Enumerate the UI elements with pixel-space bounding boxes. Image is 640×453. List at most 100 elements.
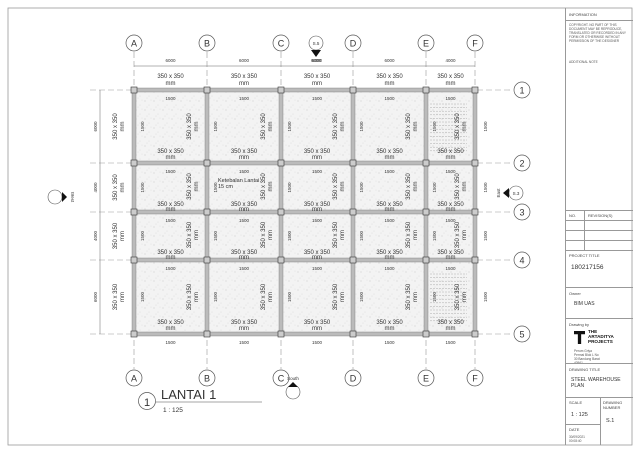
slab-dimension: 1500 bbox=[359, 291, 364, 302]
grid-bubble bbox=[513, 325, 531, 343]
direction-label: East bbox=[496, 188, 501, 198]
grid-bubble bbox=[417, 369, 435, 387]
grid-bubble bbox=[198, 34, 216, 52]
beam-size-unit: mm bbox=[446, 155, 456, 161]
slab-dimension: 1500 bbox=[359, 121, 364, 132]
dimension-text: 6000 bbox=[384, 58, 395, 63]
beam-size-unit: mm bbox=[194, 182, 200, 192]
steel-column bbox=[349, 256, 357, 264]
beam-size-label: 350 x 350 bbox=[455, 113, 461, 140]
slab-panel bbox=[353, 163, 426, 212]
beam-size-unit: mm bbox=[312, 255, 322, 261]
dimension-text: 6000 bbox=[312, 58, 323, 63]
drawing-title-label: DRAWING TITLE bbox=[569, 367, 601, 372]
beam-size-unit: mm bbox=[166, 255, 176, 261]
logo-line-2: ARTADITYA bbox=[588, 333, 614, 339]
grid-bubble bbox=[272, 34, 290, 52]
beam-size-unit: mm bbox=[166, 207, 176, 213]
slab-dimension: 1500 bbox=[445, 340, 456, 345]
dimension-text: 6000 bbox=[239, 58, 250, 63]
slab-dimension: 1500 bbox=[239, 169, 250, 174]
slab-dimension: 1500 bbox=[239, 340, 250, 345]
dimension-text: 4000 bbox=[93, 182, 98, 193]
slab-dimension: 1500 bbox=[140, 182, 145, 193]
beam-size-unit: mm bbox=[312, 326, 322, 332]
steel-column bbox=[203, 86, 211, 94]
beam-size-unit: mm bbox=[385, 207, 395, 213]
slab-panel bbox=[281, 90, 353, 163]
beam-size-label: 350 x 350 bbox=[455, 221, 461, 248]
slab-panel bbox=[281, 260, 353, 334]
grid-label: B bbox=[204, 374, 210, 384]
title-block: INFORMATION COPYRIGHT. NO PART OF THIS D… bbox=[565, 8, 633, 445]
beam-size-label: 350 x 350 bbox=[187, 113, 193, 140]
slab-dimension: 1500 bbox=[312, 218, 323, 223]
beam-size-label: 350 x 350 bbox=[304, 250, 331, 256]
direction-label: South bbox=[287, 376, 299, 381]
dimension-text: 4000 bbox=[445, 58, 456, 63]
view-number: 1 bbox=[144, 397, 150, 409]
grid-label: 1 bbox=[519, 86, 524, 96]
section-arrow-icon bbox=[311, 50, 321, 57]
date-value: 30/09/2021 00:08:40 bbox=[569, 435, 585, 443]
steel-column bbox=[277, 330, 285, 338]
elevation-arrow-icon bbox=[62, 192, 67, 202]
slab-dimension: 1500 bbox=[384, 169, 395, 174]
slab-dimension: 1500 bbox=[140, 291, 145, 302]
slab-dimension: 1500 bbox=[359, 182, 364, 193]
slab-dimension: 1500 bbox=[213, 121, 218, 132]
slab-dimension: 1500 bbox=[287, 182, 292, 193]
additional-notes-label: ADDITIONAL NOTE bbox=[569, 60, 598, 64]
beam-size-unit: mm bbox=[120, 231, 126, 241]
slab-dimension: 1500 bbox=[140, 121, 145, 132]
beam-size-unit: mm bbox=[462, 292, 468, 302]
beam-size-unit: mm bbox=[268, 182, 274, 192]
slab-dimension: 1500 bbox=[384, 340, 395, 345]
beam-size-unit: mm bbox=[239, 326, 249, 332]
steel-column bbox=[203, 208, 211, 216]
beam-size-label: 350 x 350 bbox=[376, 320, 403, 326]
beam-size-unit: mm bbox=[446, 255, 456, 261]
slab-dimension: 1500 bbox=[165, 169, 176, 174]
grid-label: 5 bbox=[519, 330, 524, 340]
steel-column bbox=[349, 86, 357, 94]
grid-label: D bbox=[350, 39, 357, 49]
beam-size-unit: mm bbox=[413, 230, 419, 240]
grid-bubble bbox=[417, 34, 435, 52]
grid-bubble bbox=[344, 369, 362, 387]
slab-dimension: 1500 bbox=[483, 182, 488, 193]
logo-mark-icon bbox=[574, 331, 585, 344]
beam-size-label: 350 x 350 bbox=[437, 202, 464, 208]
slab-dimension: 1500 bbox=[445, 266, 456, 271]
steel-column bbox=[471, 159, 479, 167]
grid-bubble bbox=[466, 34, 484, 52]
slab-thickness-note: Ketebalan Lantai bbox=[218, 178, 259, 184]
beam-size-label: 350 x 350 bbox=[406, 113, 412, 140]
slab-dimension: 1500 bbox=[239, 218, 250, 223]
steel-column bbox=[471, 86, 479, 94]
slab-dimension: 1500 bbox=[432, 182, 437, 193]
slab-panel bbox=[281, 212, 353, 260]
beam-size-unit: mm bbox=[166, 326, 176, 332]
grid-bubble bbox=[125, 34, 143, 52]
beam-size-label: 350 x 350 bbox=[304, 202, 331, 208]
slab-panel bbox=[426, 212, 475, 260]
beam-size-label: 350 x 350 bbox=[231, 320, 258, 326]
slab-dimension: 1500 bbox=[445, 169, 456, 174]
beam-size-label: 350 x 350 bbox=[304, 149, 331, 155]
beam-size-label: 350 x 350 bbox=[187, 173, 193, 200]
steel-column bbox=[130, 86, 138, 94]
steel-column bbox=[422, 330, 430, 338]
beam-size-unit: mm bbox=[268, 292, 274, 302]
beam-size-label: 350 x 350 bbox=[376, 149, 403, 155]
view-number-bubble bbox=[138, 392, 156, 410]
slab-dimension: 1500 bbox=[165, 96, 176, 101]
slab-dimension: 1500 bbox=[483, 230, 488, 241]
slab-dimension: 1500 bbox=[140, 230, 145, 241]
beam-size-label: 350 x 350 bbox=[113, 113, 119, 140]
grid-bubble bbox=[466, 369, 484, 387]
grid-label: F bbox=[472, 39, 478, 49]
grid-bubble bbox=[125, 369, 143, 387]
slab-dimension: 1500 bbox=[384, 218, 395, 223]
beam-size-unit: mm bbox=[239, 155, 249, 161]
